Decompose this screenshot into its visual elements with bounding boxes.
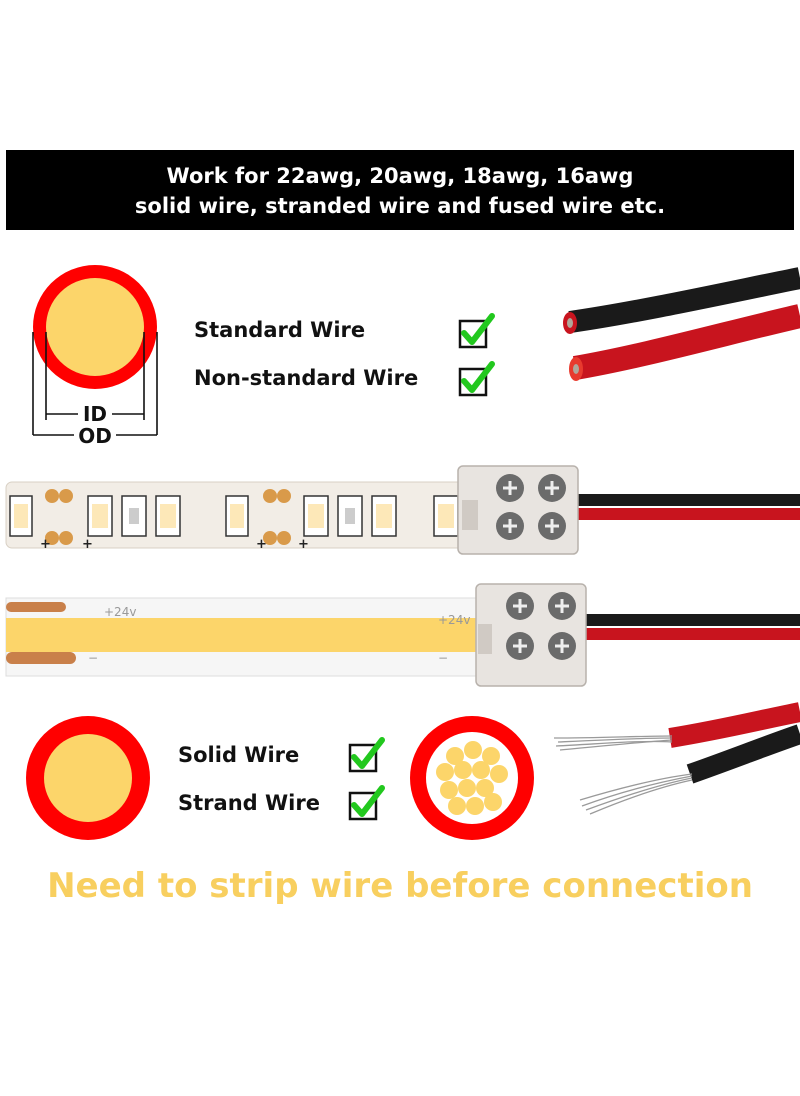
id-label: ID: [83, 402, 107, 426]
cob-voltage-left: +24v: [104, 605, 136, 619]
svg-text:+: +: [256, 537, 267, 552]
strand-wire-label: Strand Wire: [178, 791, 320, 815]
two-core-cable-icon: [563, 267, 800, 381]
footer-note: Need to strip wire before connection: [47, 866, 753, 906]
checkmark-icon: [458, 361, 495, 397]
solid-wire-cross-section-icon: [26, 716, 150, 840]
connector-icon: [457, 465, 579, 555]
banner-line-2: solid wire, stranded wire and fused wire…: [134, 194, 666, 218]
svg-text:+: +: [298, 537, 309, 552]
od-label: OD: [78, 424, 112, 448]
cob-minus-left: −: [88, 651, 98, 665]
non-standard-wire-label: Non-standard Wire: [194, 366, 419, 390]
cob-strip-icon: +24v +24v − −: [5, 583, 800, 687]
cob-minus-right: −: [438, 651, 448, 665]
standard-wire-label: Standard Wire: [194, 318, 366, 342]
banner-line-1: Work for 22awg, 20awg, 18awg, 16awg: [166, 164, 634, 188]
svg-text:+: +: [82, 537, 93, 552]
led-strip-icon: + + + +: [5, 465, 800, 555]
cob-voltage-right: +24v: [438, 613, 470, 627]
svg-text:+: +: [40, 537, 51, 552]
top-banner: Work for 22awg, 20awg, 18awg, 16awg soli…: [6, 150, 794, 230]
checkmark-icon: [458, 313, 495, 349]
checkmark-icon: [348, 737, 385, 773]
connector-icon: [475, 583, 587, 687]
stranded-wire-cross-section-icon: [410, 716, 534, 840]
checkmark-icon: [348, 785, 385, 821]
stripped-wires-icon: [553, 702, 800, 815]
solid-wire-label: Solid Wire: [178, 743, 300, 767]
wire-cross-section-icon: ID OD: [32, 265, 158, 448]
